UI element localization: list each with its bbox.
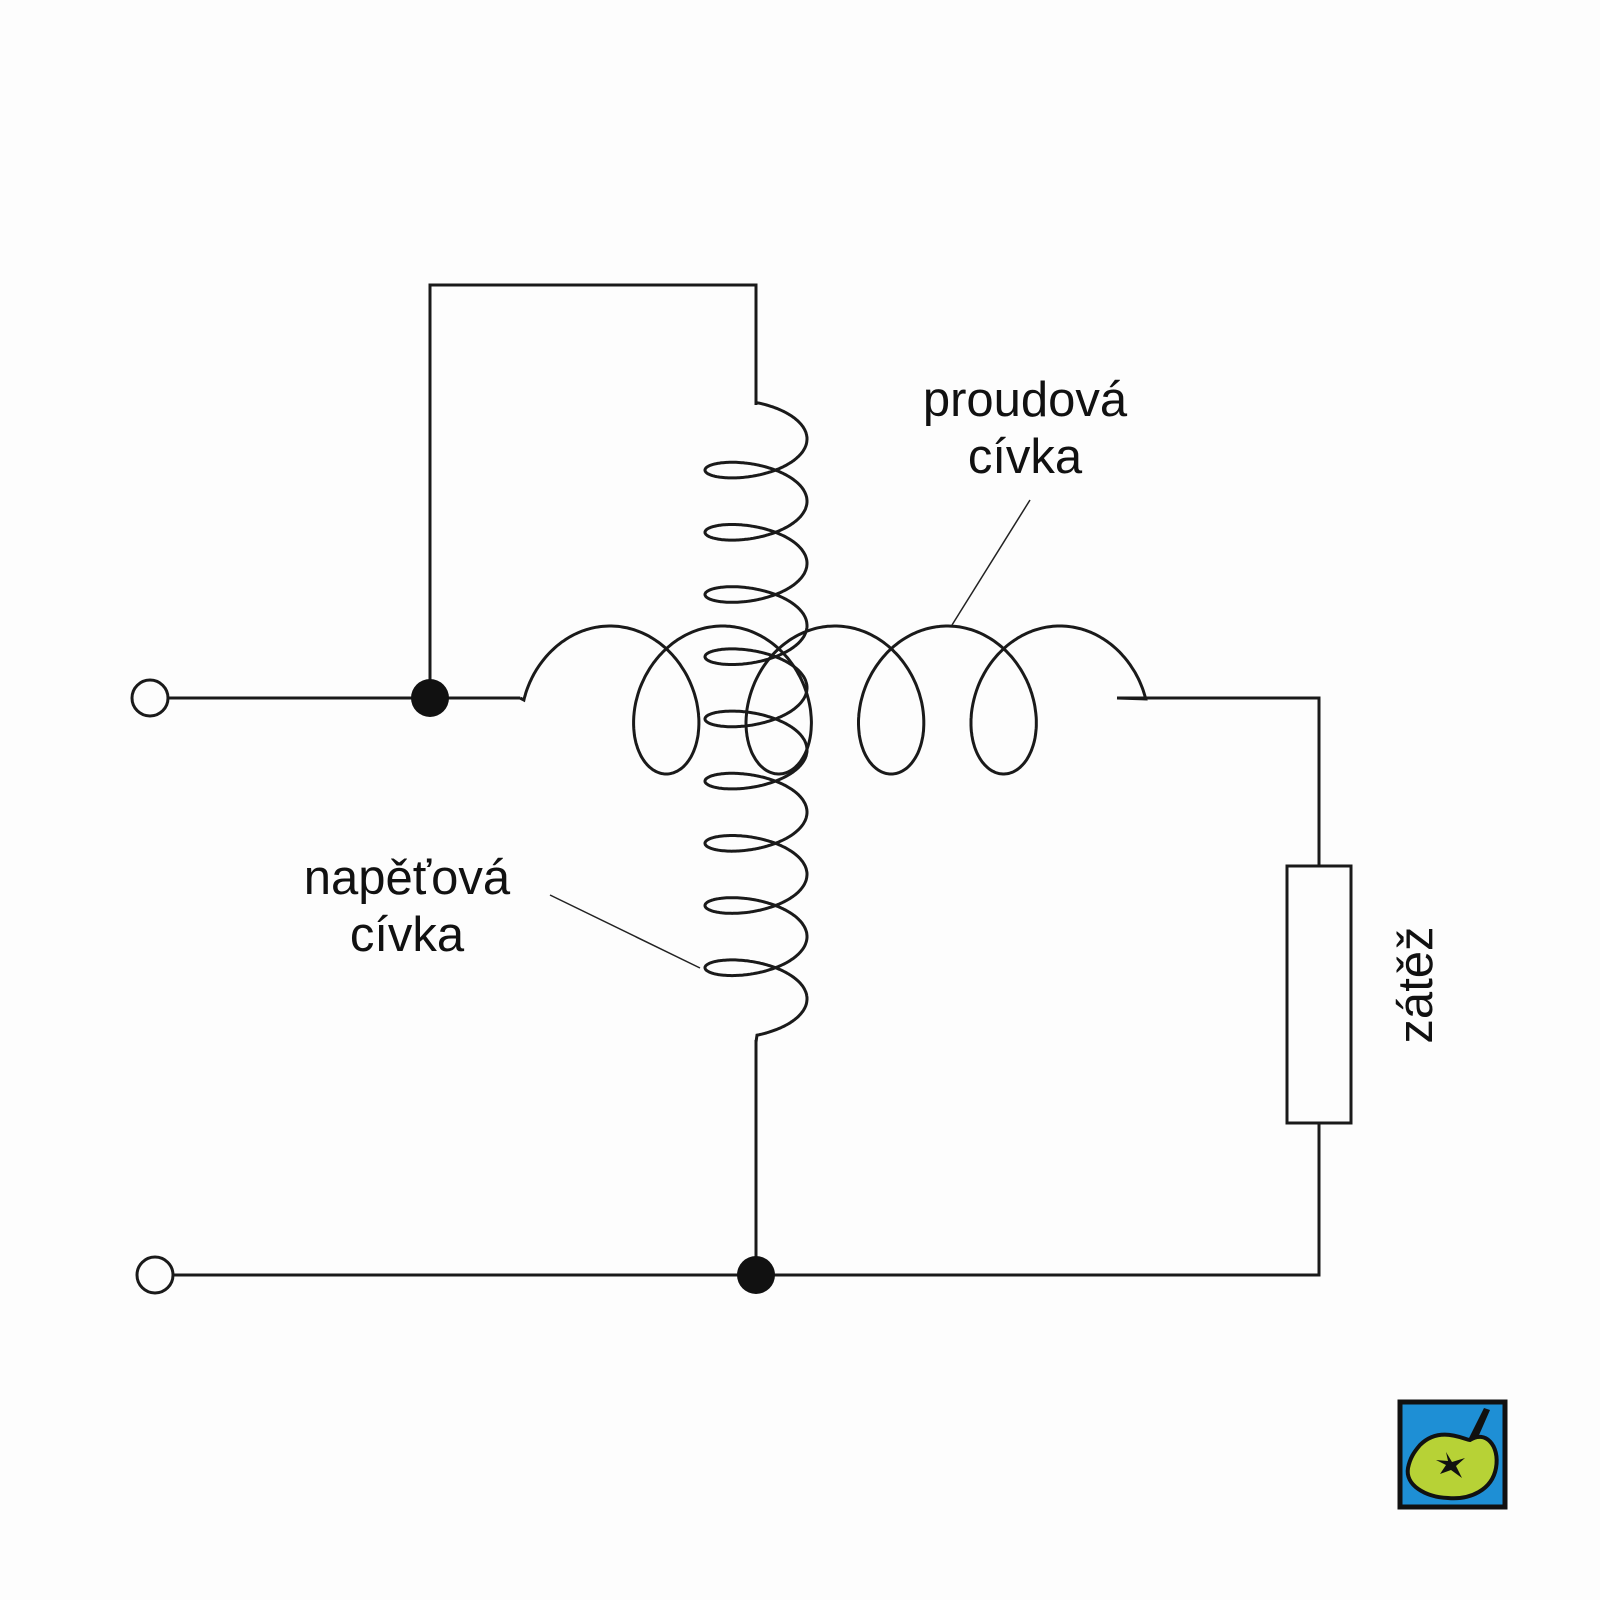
input-terminal-bottom bbox=[135, 1255, 175, 1295]
input-terminal-top bbox=[130, 678, 170, 718]
voltage-coil-feed-wire bbox=[428, 283, 758, 698]
load-resistor bbox=[1285, 864, 1353, 1125]
voltage-coil-label-line1: napěťová bbox=[304, 851, 511, 905]
voltage-coil-label-line2: cívka bbox=[350, 908, 465, 962]
voltage-coil bbox=[703, 400, 809, 1043]
current-coil-label-line2: cívka bbox=[968, 430, 1083, 484]
return-wire bbox=[173, 1123, 1321, 1277]
current-coil bbox=[519, 624, 1148, 776]
load-label: zátěž bbox=[1389, 926, 1443, 1043]
voltage-coil-leader bbox=[549, 894, 701, 969]
junction-dot-top bbox=[411, 679, 449, 717]
junction-dot-bottom bbox=[737, 1256, 775, 1294]
apple-logo-icon bbox=[1397, 1399, 1508, 1510]
load-wire bbox=[1117, 696, 1321, 866]
current-coil-leader bbox=[951, 499, 1031, 626]
current-coil-label-line1: proudová bbox=[923, 373, 1128, 427]
